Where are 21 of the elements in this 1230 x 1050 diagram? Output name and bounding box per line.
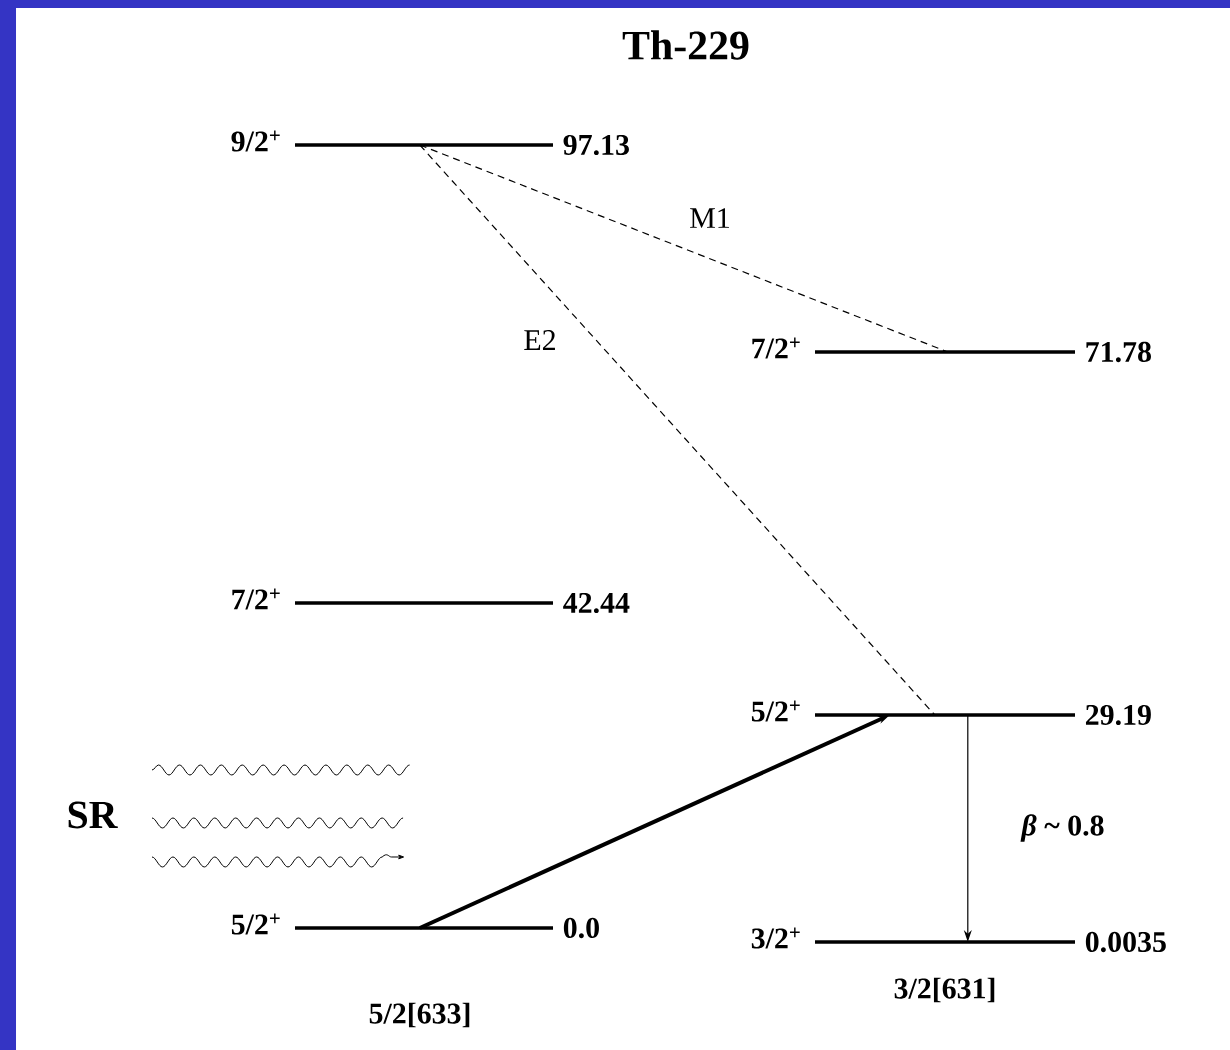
energy-label: 71.78 xyxy=(1086,341,1151,363)
edge-label: β ~ 0.8 xyxy=(1019,812,1107,844)
energy-label: 97.13 xyxy=(563,134,629,156)
energy-label: 42.44 xyxy=(563,592,630,614)
energy-label: 0.0 xyxy=(563,917,599,939)
label: SR xyxy=(68,801,118,829)
spin-label: 7/2$^{+}$ xyxy=(232,588,280,610)
edge-label: E2 xyxy=(521,328,559,352)
band-label: 5/2[633] xyxy=(369,1002,470,1028)
band-label: 3/2[631] xyxy=(894,977,995,1003)
spin-label: 9/2$^{+}$ xyxy=(231,130,280,152)
spin-label: 5/2$^{+}$ xyxy=(231,913,280,935)
transition-line xyxy=(419,144,936,716)
spin-label: 5/2$^{+}$ xyxy=(751,700,800,722)
edge-label: M1 xyxy=(687,206,733,230)
spin-label: 7/2$^{+}$ xyxy=(752,337,800,359)
transition-line xyxy=(419,144,949,353)
title: Th-229 xyxy=(622,30,749,60)
spin-label: 3/2$^{+}$ xyxy=(751,927,800,949)
energy-label: 0.0035 xyxy=(1085,931,1166,953)
energy-label: 29.19 xyxy=(1085,704,1151,726)
